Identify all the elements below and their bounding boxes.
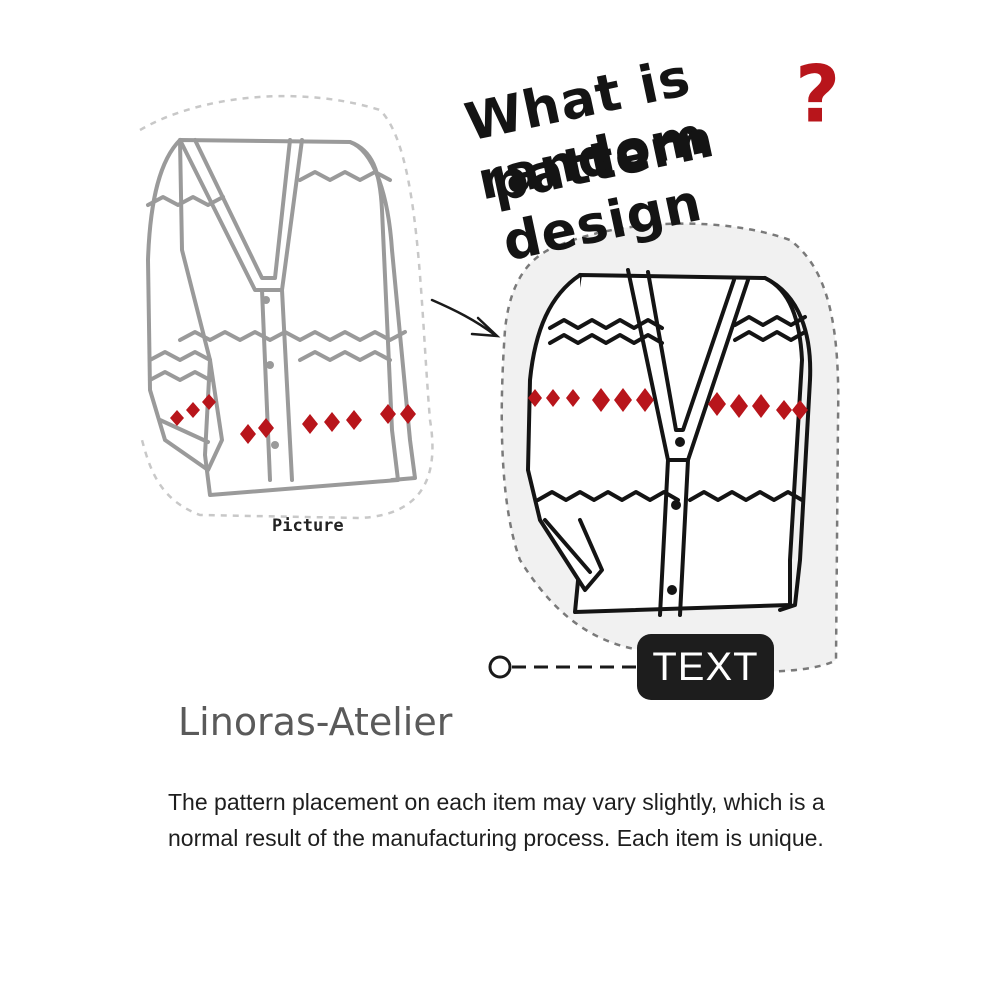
- left-sticker-outline: [139, 94, 434, 520]
- description-text: The pattern placement on each item may v…: [168, 789, 825, 851]
- question-mark: ?: [795, 50, 842, 141]
- left-sweater-buttons: [262, 296, 279, 449]
- left-sweater: [146, 138, 417, 497]
- brand-name: Linoras-Atelier: [178, 700, 453, 744]
- tag-connector: [488, 655, 637, 679]
- right-sweater-buttons: [667, 437, 685, 595]
- picture-label: Picture: [272, 516, 344, 536]
- heading: What is random pattern design ?: [430, 0, 882, 274]
- right-sweater-details: [536, 268, 807, 617]
- arrow-icon: [430, 298, 501, 338]
- right-sweater-diamonds: [528, 388, 808, 420]
- text-tag: TEXT: [637, 634, 774, 700]
- left-sweater-diamonds: [170, 394, 416, 444]
